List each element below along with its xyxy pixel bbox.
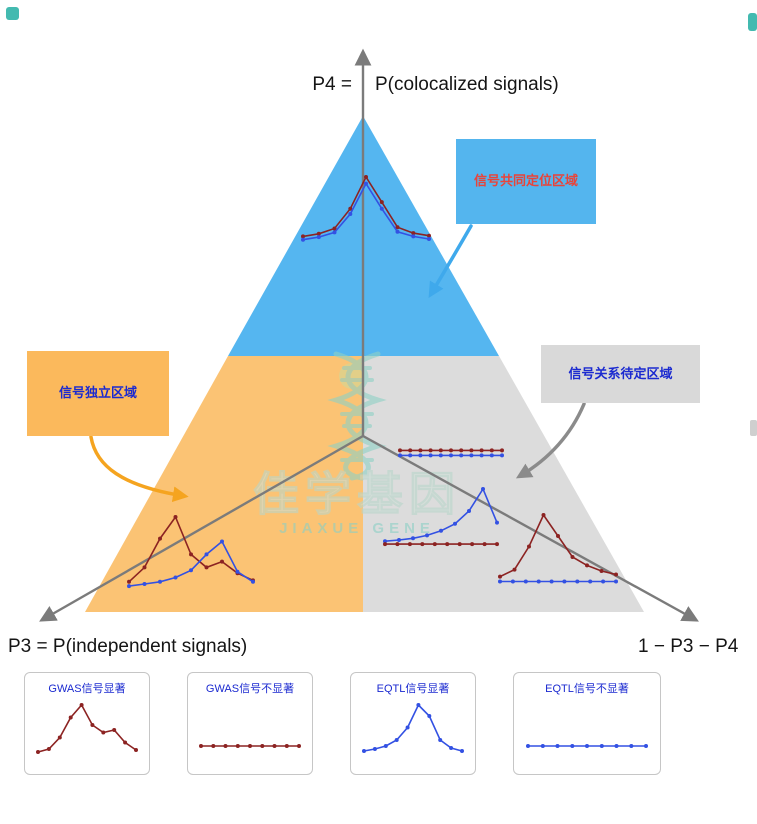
independent-callout-arrow-icon xyxy=(89,435,189,503)
legend-label: EQTL信号显著 xyxy=(376,683,450,695)
p3-axis-label: P3 = P(independent signals) xyxy=(8,636,248,657)
legend-label: GWAS信号不显著 xyxy=(205,683,295,695)
undetermined-callout-arrow-icon xyxy=(515,402,586,479)
plot-gwas-peak-eqtl-flat xyxy=(498,513,618,584)
coloc-callout-arrow-icon xyxy=(428,224,473,299)
legend-eqtl-not-significant: EQTL信号不显著 xyxy=(513,672,661,775)
axes xyxy=(39,48,699,622)
legend-plot-gwas-significant xyxy=(36,703,138,754)
legend-plot-gwas-not-significant xyxy=(199,744,301,748)
plot-both-flat xyxy=(398,448,504,458)
legend-eqtl-significant: EQTL信号显著 xyxy=(350,672,476,775)
corner-mark-icon xyxy=(6,7,19,20)
p4-axis-prefix: P4 = xyxy=(312,74,352,95)
p4-axis-label: P(colocalized signals) xyxy=(375,74,559,95)
callout-independent-region: 信号独立区域 xyxy=(27,351,169,436)
dna-helix-icon xyxy=(327,351,387,481)
plot-eqtl-peak-gwas-flat xyxy=(383,487,499,547)
legend-plot-eqtl-significant xyxy=(362,703,464,753)
edge-mark-mid-icon xyxy=(750,420,757,436)
remainder-axis-label: 1 − P3 − P4 xyxy=(638,636,739,657)
region-undetermined xyxy=(363,356,644,612)
watermark-en-text: JIAXUE GENE xyxy=(279,520,435,537)
legend-plot-eqtl-not-significant xyxy=(526,744,648,748)
callout-colocalized-region: 信号共同定位区域 xyxy=(456,139,596,224)
axis-remainder xyxy=(362,434,699,622)
watermark-cn-text: 佳学基因 xyxy=(253,468,461,520)
callout-undetermined-region: 信号关系待定区域 xyxy=(541,345,700,403)
axis-p3 xyxy=(39,434,364,622)
legend-gwas-not-significant: GWAS信号不显著 xyxy=(187,672,313,775)
edge-mark-top-icon xyxy=(748,13,757,31)
legend-gwas-significant: GWAS信号显著 xyxy=(24,672,150,775)
plot-colocalized-signals xyxy=(301,175,431,242)
watermark: 佳学基因 JIAXUE GENE xyxy=(253,351,461,537)
legend-label: GWAS信号显著 xyxy=(48,683,126,695)
legend-label: EQTL信号不显著 xyxy=(545,683,629,695)
plot-independent-signals xyxy=(127,515,255,589)
